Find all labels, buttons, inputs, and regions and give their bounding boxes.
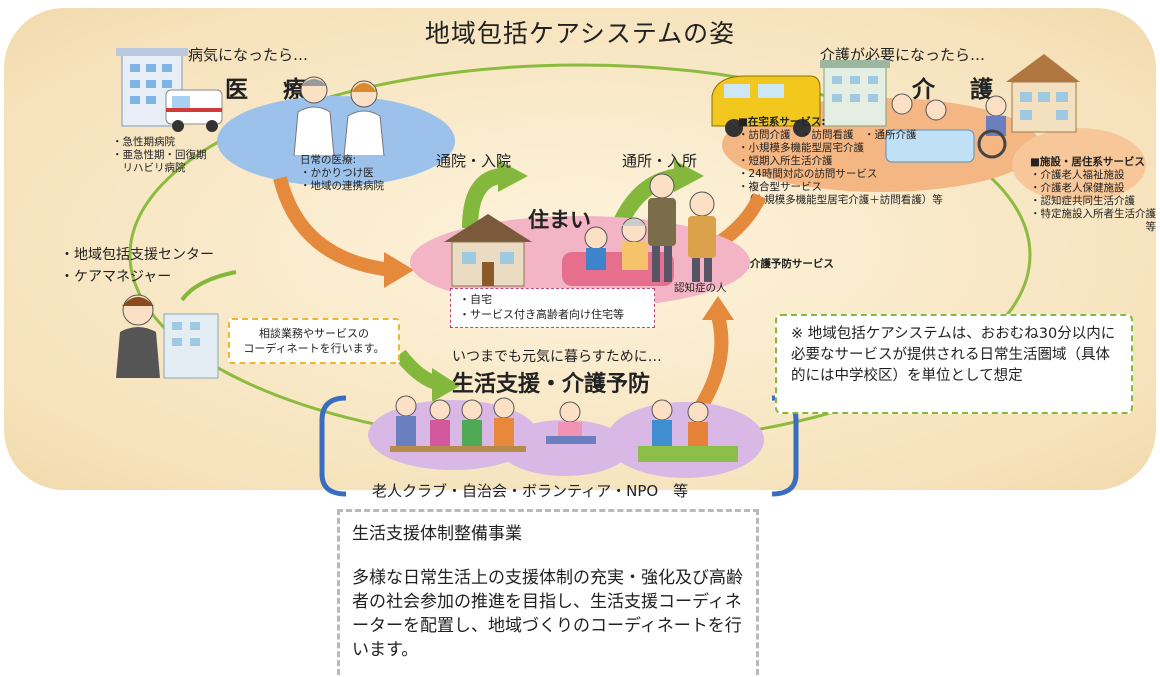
home-care-services: ■在宅系サービス: ・訪問介護 ・訪問看護 ・通所介護 ・小規模多機能型居宅介護… xyxy=(738,116,943,206)
medical-ellipse xyxy=(217,96,455,186)
green-arrow-to-support xyxy=(432,368,460,402)
support-heading: 生活支援・介護予防 xyxy=(452,372,651,397)
seniors-club-illustration xyxy=(390,395,526,452)
elderly-couple-illustration xyxy=(648,173,716,282)
consult-box: 相談業務やサービスの コーディネートを行います。 xyxy=(228,318,400,364)
family-sofa-illustration xyxy=(562,217,674,286)
exercise-illustration xyxy=(546,401,596,444)
care-heading: 介 護 xyxy=(912,77,999,103)
housing-heading: 住まい xyxy=(528,208,591,232)
label-to-medical: 通院・入院 xyxy=(436,152,512,170)
orange-arrow-from-support xyxy=(702,296,734,320)
care-manager-illustration xyxy=(116,294,219,379)
housing-types: ・自宅 ・サービス付き高齢者向け住宅等 xyxy=(450,288,655,328)
hospital-illustration xyxy=(116,48,223,132)
wheelchair-illustration xyxy=(977,95,1007,159)
care-facility-illustration xyxy=(820,60,890,127)
label-to-care: 通所・入所 xyxy=(622,152,698,170)
gardening-illustration xyxy=(638,399,738,462)
medical-lead: 病気になったら… xyxy=(188,46,309,64)
green-arrow-head-medical xyxy=(498,160,528,192)
page-title: 地域包括ケアシステムの姿 xyxy=(424,19,736,48)
prevention-service: ■介護予防サービス xyxy=(740,258,834,270)
support-ellipse-right xyxy=(606,402,764,478)
hospital-list: ・急性期病院 ・亜急性期・回復期 リハビリ病院 xyxy=(112,136,207,174)
support-system-box: 生活支援体制整備事業 多様な日常生活上の支援体制の充実・強化及び高齢者の社会参加… xyxy=(337,509,759,675)
community-center-labels: ・地域包括支援センター ・ケアマネジャー xyxy=(60,247,214,285)
doctors-illustration xyxy=(293,76,385,156)
care-lead: 介護が必要になったら… xyxy=(820,46,986,64)
area-note: ※ 地域包括ケアシステムは、おおむね30分以内に必要なサービスが提供される日常生… xyxy=(775,314,1133,414)
support-lead: いつまでも元気に暮らすために… xyxy=(452,349,662,365)
nursing-home-illustration xyxy=(1006,54,1080,133)
support-system-title: 生活支援体制整備事業 xyxy=(352,524,522,544)
bath-care-illustration xyxy=(885,93,975,163)
facility-services: ■施設・居住系サービス ・介護老人福祉施設 ・介護老人保健施設 ・認知症共同生活… xyxy=(1030,156,1156,233)
green-arrow-head-care xyxy=(674,160,704,192)
orange-arrow-from-medical xyxy=(384,252,414,288)
support-groups: 老人クラブ・自治会・ボランティア・NPO 等 xyxy=(372,482,689,500)
house-illustration xyxy=(444,214,532,287)
daily-medical: 日常の医療: ・かかりつけ医 ・地域の連携病院 xyxy=(300,154,384,192)
support-system-body: 多様な日常生活上の支援体制の充実・強化及び高齢者の社会参加の推進を目指し、生活支… xyxy=(352,568,743,660)
facility-ellipse xyxy=(1012,128,1146,202)
dementia-label: 認知症の人 xyxy=(674,282,727,294)
care-van-illustration xyxy=(711,75,821,137)
